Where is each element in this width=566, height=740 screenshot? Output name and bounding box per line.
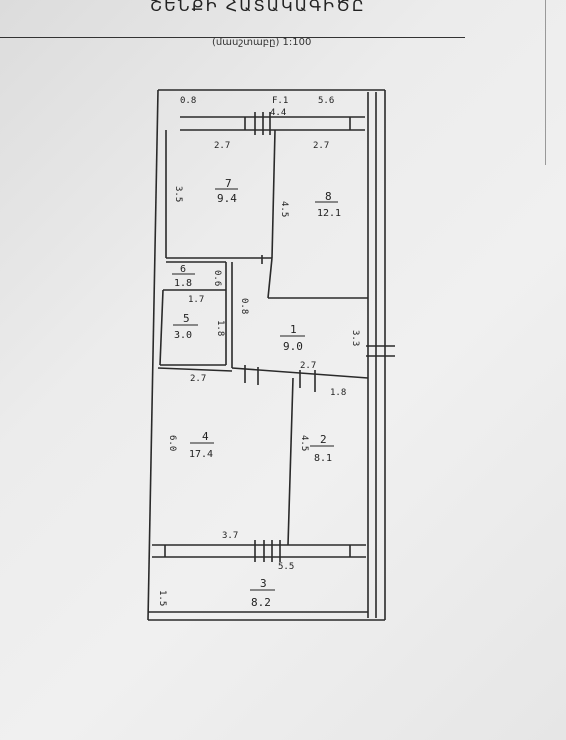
- room-1-label: 1 9.0: [280, 323, 305, 353]
- dim-room5-side: 1.8: [215, 320, 225, 336]
- room-2-number: 2: [320, 433, 327, 446]
- room-8-number: 8: [325, 190, 332, 203]
- dim-room7-width: 2.7: [214, 141, 230, 151]
- dim-balcony-top: 5.5: [278, 562, 294, 572]
- room-2-label: 2 8.1: [310, 433, 334, 464]
- page-title: ՇԵՆՔԻ ՀԱՏԱԿԱԳԻԾԸ: [150, 0, 366, 15]
- page-edge-line: [545, 0, 546, 165]
- dim-room2-side: 4.5: [299, 435, 309, 451]
- room-3-label: 3 8.2: [250, 577, 275, 609]
- outer-wall-left: [147, 89, 159, 621]
- room-7-area: 9.4: [217, 192, 237, 205]
- room-1-area: 9.0: [283, 340, 303, 353]
- room-4-label: 4 17.4: [189, 430, 214, 460]
- room-8-label: 8 12.1: [315, 190, 341, 219]
- room-7-label: 7 9.4: [215, 177, 238, 205]
- dim-room8-side: 4.5: [279, 201, 289, 217]
- dim-room8-width: 2.7: [313, 141, 329, 151]
- dim-balcony-side: 1.5: [157, 590, 167, 606]
- room-4-number: 4: [202, 430, 209, 443]
- room-6-number: 6: [180, 264, 186, 275]
- room-5-area: 3.0: [174, 330, 192, 341]
- dim-room6-width: 1.7: [188, 295, 204, 305]
- room-5-label: 5 3.0: [173, 312, 198, 341]
- dim-top-right: 5.6: [318, 96, 334, 106]
- room-7-number: 7: [225, 177, 232, 190]
- dim-top-mid: F.1: [272, 96, 288, 106]
- title-underline: [0, 37, 465, 38]
- dim-room1-side: 3.3: [350, 330, 360, 346]
- dim-top-mid2: 4.4: [270, 108, 286, 118]
- dim-room7-side: 3.5: [173, 186, 183, 202]
- room-labels: 7 9.4 8 12.1 6 1.8 5 3.0 1 9.0 4 17.4: [172, 177, 341, 609]
- room-3-area: 8.2: [251, 596, 271, 609]
- room-6-area: 1.8: [174, 278, 192, 289]
- dim-room4-bottom: 3.7: [222, 531, 238, 541]
- dim-room4-top: 2.7: [190, 374, 206, 384]
- dim-room4-side: 6.0: [167, 435, 177, 451]
- dim-corridor-side: 0.8: [239, 298, 249, 314]
- room-8-area: 12.1: [317, 208, 341, 219]
- room-6-label: 6 1.8: [172, 264, 195, 289]
- room-4-area: 17.4: [189, 449, 213, 460]
- wall-room4-room2: [287, 377, 294, 546]
- room-1-number: 1: [290, 323, 297, 336]
- room-5-number: 5: [183, 312, 190, 325]
- dim-room6-side: 0.6: [212, 270, 222, 286]
- dim-room1-bottom: 2.7: [300, 361, 316, 371]
- room4-wall-top: [157, 367, 233, 372]
- dim-top-left: 0.8: [180, 96, 196, 106]
- dimension-labels: 0.8 F.1 4.4 5.6 2.7 2.7 3.5 4.5 1.7 0.6 …: [157, 96, 360, 606]
- wall-room7-room8: [271, 129, 276, 259]
- room-2-area: 8.1: [314, 453, 332, 464]
- scale-label: (մասշտաբը) 1:100: [212, 37, 312, 48]
- room-3-number: 3: [260, 577, 267, 590]
- dim-room1-bottom2: 1.8: [330, 388, 346, 398]
